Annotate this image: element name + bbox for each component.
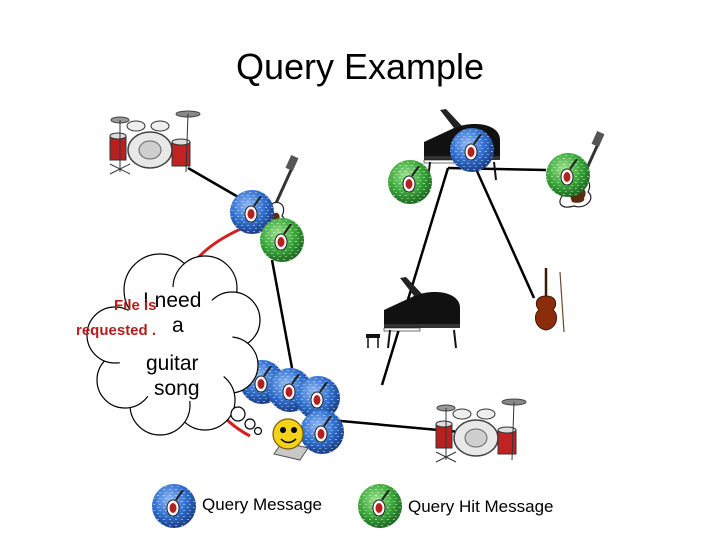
query-hit-globe-icon bbox=[260, 218, 304, 262]
thought-line-3: guitar bbox=[146, 352, 199, 375]
legend-query-hit-globe-icon bbox=[358, 484, 402, 528]
drum-kit-icon bbox=[109, 110, 201, 175]
legend-query-label: Query Message bbox=[202, 495, 322, 514]
thought-line-4: song bbox=[154, 377, 200, 400]
query-hit-globe-icon bbox=[388, 160, 432, 204]
grand-piano-icon bbox=[365, 276, 461, 349]
slide-title: Query Example bbox=[235, 46, 485, 87]
violin-icon bbox=[534, 266, 566, 334]
thought-line-1: I need bbox=[143, 289, 202, 312]
thought-bubble bbox=[86, 253, 263, 436]
query-hit-globe-icon bbox=[546, 153, 590, 197]
legend-query-globe-icon bbox=[152, 484, 196, 528]
legend-query-hit-label: Query Hit Message bbox=[408, 497, 554, 516]
drum-kit-icon bbox=[435, 398, 527, 463]
query-globe-icon bbox=[450, 128, 494, 172]
smiley-user-icon bbox=[272, 418, 309, 461]
file-requested-line-2: requested . bbox=[76, 322, 157, 339]
file-requested-line-1: File is bbox=[114, 297, 157, 314]
thought-line-2: a bbox=[172, 314, 184, 337]
